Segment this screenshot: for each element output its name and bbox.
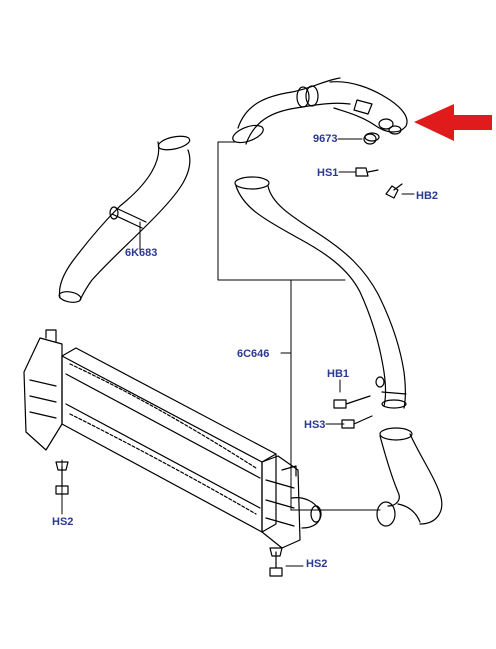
callout-9673: 9673	[313, 133, 338, 145]
screw-hs1	[355, 167, 379, 177]
hardware	[55, 133, 403, 577]
callout-hs2-left: HS2	[52, 516, 74, 528]
callout-hb2: HB2	[416, 190, 439, 202]
bolt-hb1	[333, 395, 371, 409]
intercooler	[23, 329, 322, 549]
callout-hb1: HB1	[327, 368, 350, 380]
lower-elbow-hose	[376, 427, 443, 527]
red-arrow-icon	[414, 104, 492, 141]
screw-hs3	[341, 415, 373, 429]
upper-outlet-pipe	[232, 77, 408, 145]
callout-hs2-bottom: HS2	[306, 558, 328, 570]
screw-hs2-bottom	[269, 551, 283, 577]
callout-6c646: 6C646	[237, 348, 270, 360]
upper-hose-6c646	[234, 176, 407, 409]
callout-hs3: HS3	[304, 419, 326, 431]
ring-9673	[363, 133, 377, 145]
screw-hs2-left	[55, 465, 69, 495]
grouping-bracket	[217, 141, 381, 511]
callout-6k683: 6K683	[125, 247, 158, 259]
lower-hose-6k683	[58, 135, 191, 303]
callout-hs1: HS1	[317, 167, 339, 179]
bolt-hb2	[385, 183, 403, 199]
